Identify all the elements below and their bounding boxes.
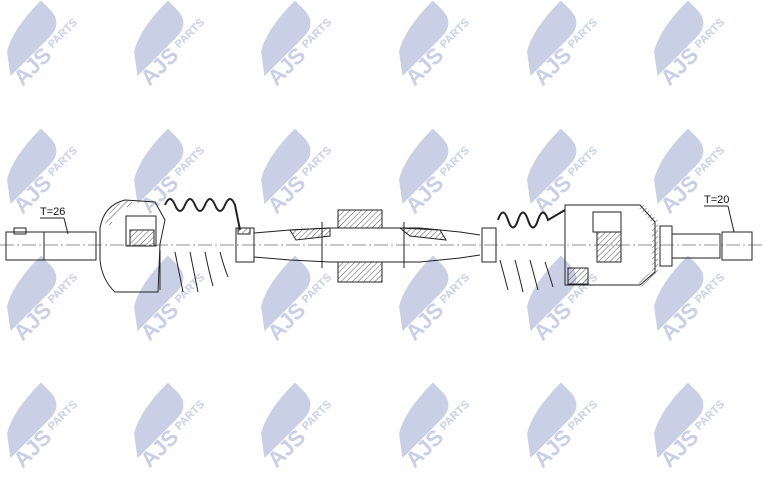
ajs-parts-watermark-logo: AJS PARTS bbox=[653, 382, 727, 472]
damper bbox=[321, 209, 405, 283]
left-spline-label: T=26 bbox=[40, 206, 65, 218]
ajs-parts-watermark-logo: AJS PARTS bbox=[653, 255, 727, 345]
left-spline-stub bbox=[5, 227, 97, 261]
ajs-parts-watermark-logo: AJS PARTS bbox=[526, 0, 600, 90]
outer-cv-joint bbox=[99, 198, 255, 293]
inner-cv-joint bbox=[481, 203, 753, 293]
ajs-parts-watermark-logo: AJS PARTS bbox=[260, 0, 334, 90]
right-spline-label: T=20 bbox=[704, 194, 729, 206]
